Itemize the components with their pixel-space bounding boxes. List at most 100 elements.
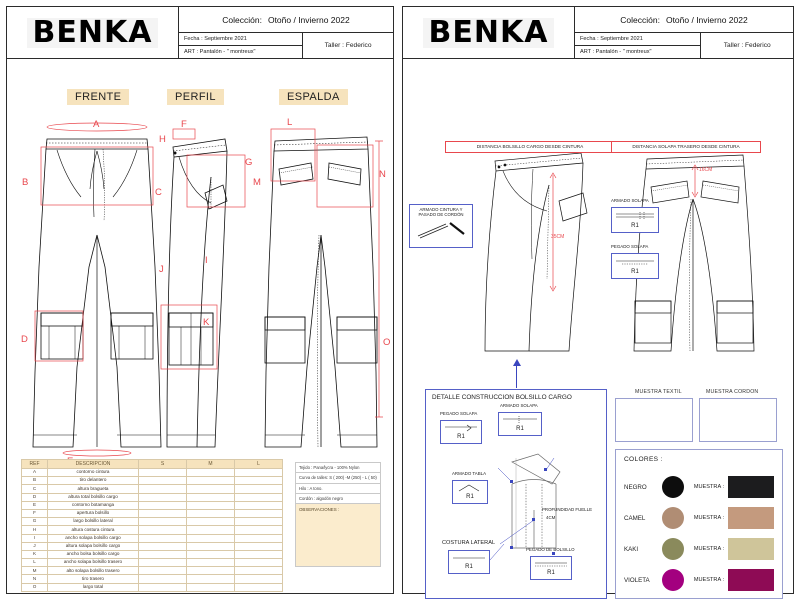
note-sizes: Curva de talles: S ( 200) -M (250) - L (… bbox=[296, 473, 380, 484]
cell-m[interactable] bbox=[186, 541, 235, 551]
detail-armado-cintura: ARMADO CINTURA Y PASADO DE CORDÓN bbox=[409, 204, 473, 248]
detail-box-pegado-de-bolsillo-r1: R1 bbox=[547, 570, 555, 577]
cell-l[interactable] bbox=[234, 533, 283, 543]
cell-m[interactable] bbox=[186, 517, 235, 527]
dim-letter-d: D bbox=[21, 334, 28, 345]
cell-l[interactable] bbox=[234, 549, 283, 560]
cell-s[interactable] bbox=[138, 508, 187, 519]
cell-desc: contorno cintura bbox=[47, 467, 139, 478]
cell-ref: K bbox=[21, 549, 48, 560]
callout-front-pocket-distance: DISTANCIA BOLSILLO CARGO DESDE CINTURA bbox=[445, 141, 615, 153]
cell-s[interactable] bbox=[138, 476, 187, 486]
date-field: Fecha : Septiembre 2021 bbox=[179, 33, 303, 46]
cell-desc: largo bolsillo lateral bbox=[47, 517, 139, 527]
cell-m[interactable] bbox=[186, 566, 235, 576]
cell-s[interactable] bbox=[138, 558, 187, 568]
cell-l[interactable] bbox=[234, 508, 283, 519]
detail-box-armado-solapa-r1: R1 bbox=[516, 426, 524, 433]
cell-l[interactable] bbox=[234, 525, 283, 535]
brand-name: BENKA bbox=[26, 17, 159, 48]
cell-s[interactable] bbox=[138, 525, 187, 535]
label-pegado-de-bolsillo: PEGADO DE BOLSILLO bbox=[526, 547, 575, 552]
cell-l[interactable] bbox=[234, 467, 283, 478]
detail-pegado-solapa-back-r1: R1 bbox=[631, 269, 639, 276]
collection-label: Colección: bbox=[222, 14, 262, 25]
cell-m[interactable] bbox=[186, 525, 235, 535]
cell-desc: ancho bolsa bolsillo cargo bbox=[47, 549, 139, 560]
article-field: ART : Pantalón - " montreux" bbox=[184, 49, 256, 55]
cell-s[interactable] bbox=[138, 533, 187, 543]
col-ref: REF bbox=[21, 459, 48, 469]
cell-ref: M bbox=[21, 566, 48, 576]
col-l: L bbox=[234, 459, 283, 469]
callout-back-flap-distance: DISTANCIA SOLAPA TRASERO DESDE CINTURA bbox=[611, 141, 761, 153]
cell-s[interactable] bbox=[138, 541, 187, 551]
color-muestra-label: MUESTRA : bbox=[693, 515, 724, 521]
table-header-row: REF DESCRIPCION S M L bbox=[21, 459, 283, 469]
cell-s[interactable] bbox=[138, 467, 187, 478]
cell-ref: G bbox=[21, 517, 48, 527]
colors-title: COLORES : bbox=[624, 456, 663, 463]
collection-value: Otoño / Invierno 2022 bbox=[267, 14, 350, 25]
cell-s[interactable] bbox=[138, 492, 187, 502]
color-muestra-label: MUESTRA : bbox=[693, 484, 724, 490]
collection-row: Colección: Otoño / Invierno 2022 bbox=[179, 7, 393, 33]
label-pegado-solapa-back: PEGADO SOLAPA bbox=[611, 244, 649, 249]
cell-m[interactable] bbox=[186, 500, 235, 510]
cell-m[interactable] bbox=[186, 574, 235, 584]
cell-m[interactable] bbox=[186, 492, 235, 502]
cell-m[interactable] bbox=[186, 476, 235, 486]
dim-letter-h: H bbox=[159, 134, 166, 145]
note-thread: Hilo : A tono. bbox=[296, 484, 380, 494]
note-observations: OBSERVACIONES : bbox=[296, 504, 380, 566]
cell-l[interactable] bbox=[234, 500, 283, 510]
cell-m[interactable] bbox=[186, 549, 235, 560]
dim-letter-i: I bbox=[205, 255, 208, 266]
cell-l[interactable] bbox=[234, 476, 283, 486]
cell-s[interactable] bbox=[138, 484, 187, 494]
cell-s[interactable] bbox=[138, 582, 187, 592]
cell-m[interactable] bbox=[186, 508, 235, 519]
figure-front bbox=[27, 117, 167, 457]
cell-ref: C bbox=[21, 484, 48, 494]
color-name: NEGRO bbox=[624, 483, 647, 491]
date-field-right: Fecha : Septiembre 2021 bbox=[575, 33, 701, 46]
figure-side bbox=[159, 117, 246, 457]
article-field-right: ART : Pantalón - " montreux" bbox=[580, 49, 652, 55]
dim-letter-b: B bbox=[22, 177, 29, 188]
cell-l[interactable] bbox=[234, 558, 283, 568]
brand-name-right: BENKA bbox=[422, 17, 555, 48]
cell-m[interactable] bbox=[186, 533, 235, 543]
cell-m[interactable] bbox=[186, 582, 235, 592]
label-profundidad-valor: 4CM bbox=[546, 515, 556, 520]
cell-l[interactable] bbox=[234, 541, 283, 551]
cell-s[interactable] bbox=[138, 549, 187, 560]
color-fabric-swatch bbox=[728, 476, 774, 498]
workshop-field-right: Taller : Federico bbox=[723, 42, 771, 49]
cell-l[interactable] bbox=[234, 574, 283, 584]
cell-l[interactable] bbox=[234, 492, 283, 502]
cell-s[interactable] bbox=[138, 517, 187, 527]
measure-back-value: 16CM bbox=[699, 167, 713, 173]
cell-l[interactable] bbox=[234, 484, 283, 494]
cell-l[interactable] bbox=[234, 566, 283, 576]
cell-l[interactable] bbox=[234, 582, 283, 592]
dim-letter-n: N bbox=[379, 169, 386, 180]
cell-desc: tiro delantero bbox=[47, 476, 139, 486]
cell-m[interactable] bbox=[186, 558, 235, 568]
cell-m[interactable] bbox=[186, 467, 235, 478]
cell-s[interactable] bbox=[138, 500, 187, 510]
cell-l[interactable] bbox=[234, 517, 283, 527]
cell-s[interactable] bbox=[138, 566, 187, 576]
cell-m[interactable] bbox=[186, 484, 235, 494]
color-fabric-swatch bbox=[728, 538, 774, 560]
color-fabric-swatch bbox=[728, 569, 774, 591]
cell-s[interactable] bbox=[138, 574, 187, 584]
label-armado-solapa-detail: ARMADO SOLAPA bbox=[500, 403, 538, 408]
